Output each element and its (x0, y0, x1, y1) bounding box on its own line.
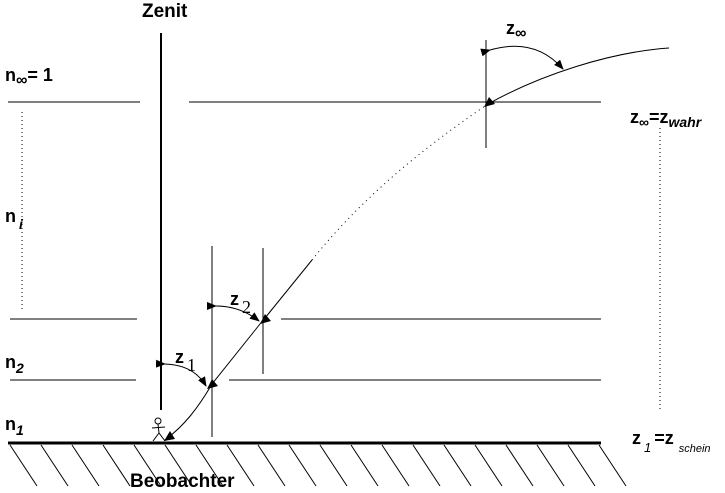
person-icon (151, 417, 166, 442)
n-2-label: n2 (5, 352, 24, 376)
hatch-stroke (195, 444, 224, 487)
hatch-stroke (350, 444, 379, 487)
ray-arrow-bottom (164, 431, 175, 441)
hatch-stroke (412, 444, 441, 487)
arc-z2 (206, 301, 260, 322)
ray-arrowheads (164, 97, 495, 441)
ray-mid (264, 259, 313, 319)
n-1-label: n1 (5, 414, 24, 438)
beobachter-label: Beobachter (130, 471, 235, 488)
hatch-stroke (226, 444, 255, 487)
ray-arrow-low (207, 379, 218, 389)
hatch-stroke (40, 444, 69, 487)
hatch-stroke (567, 444, 596, 487)
zenit-label: Zenit (142, 1, 188, 22)
hatch-stroke (288, 444, 317, 487)
z-inf-label: z∞ (506, 18, 526, 42)
normals (211, 40, 487, 437)
arc-z1 (155, 359, 207, 387)
hatch-stroke (9, 444, 38, 487)
hatch-stroke (164, 444, 193, 487)
hatch-stroke (381, 444, 410, 487)
hatch-stroke (257, 444, 286, 487)
ray-low (211, 318, 265, 385)
hatch-stroke (319, 444, 348, 487)
ground-hatching (9, 444, 627, 487)
relation-top: z∞=zwahr (630, 107, 703, 130)
ray-arrow-mid (260, 314, 271, 324)
hatch-stroke (133, 444, 162, 487)
n-inf-label: n∞= 1 (5, 65, 53, 89)
ray-bottom (165, 383, 213, 440)
ray-top (487, 47, 670, 105)
hatch-stroke (474, 444, 503, 487)
ray-dotted (311, 103, 489, 261)
ray-arrow-top (484, 97, 495, 107)
hatch-stroke (598, 444, 627, 487)
hatch-stroke (536, 444, 565, 487)
ground (8, 441, 627, 487)
hatch-stroke (443, 444, 472, 487)
layer-boundaries (8, 101, 601, 381)
hatch-stroke (102, 444, 131, 487)
hatch-stroke (71, 444, 100, 487)
arc-z-inf (480, 45, 564, 70)
hatch-stroke (505, 444, 534, 487)
dotted-guides (21, 112, 661, 412)
angle-arcs (155, 45, 564, 387)
